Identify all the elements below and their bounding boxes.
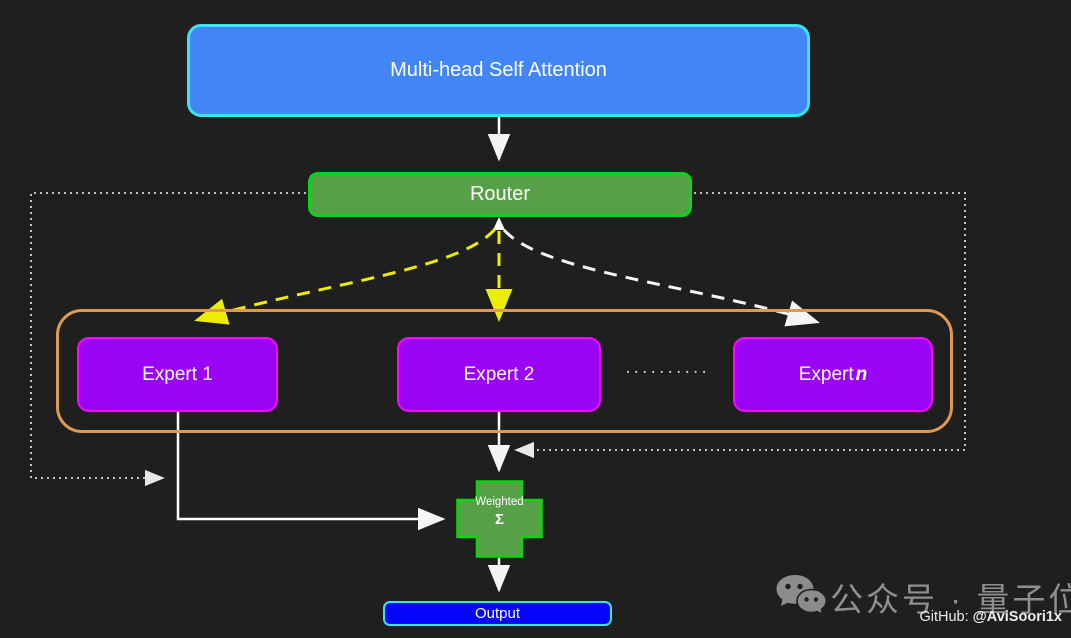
output-label: Output (474, 605, 521, 622)
arrow-up-into-router (493, 217, 505, 230)
expert-1-box: Expert 1 (77, 337, 278, 412)
weighted-sum-shape (456, 480, 543, 558)
router-label: Router (469, 183, 531, 205)
github-prefix: GitHub: (919, 609, 973, 625)
dashed-arrow-router-expert1 (194, 228, 497, 325)
experts-ellipsis: ▪▪▪▪▪▪▪▪▪▪ (626, 369, 712, 376)
sigma-label: Σ (494, 510, 504, 528)
router-box: Router (308, 172, 692, 217)
arrow-expert1-to-sum (176, 412, 446, 531)
expert-2-label: Expert 2 (463, 363, 535, 385)
multi-head-attention-box: Multi-head Self Attention (187, 24, 810, 117)
wechat-icon (776, 575, 828, 616)
dashed-arrow-router-expertn (502, 228, 820, 327)
expert-1-label: Expert 1 (142, 363, 213, 385)
github-credit: GitHub: @AviSoori1x (919, 609, 1062, 625)
multi-head-attention-label: Multi-head Self Attention (390, 59, 607, 81)
weighted-label: Weighted (475, 496, 524, 508)
wechat-watermark-text: 公众号 · 量子位 (830, 581, 1071, 618)
output-box: Output (383, 601, 612, 626)
weighted-sum-text: Weighted Σ (456, 495, 543, 529)
github-handle: @AviSoori1x (972, 609, 1062, 625)
expert-2-box: Expert 2 (397, 337, 601, 412)
